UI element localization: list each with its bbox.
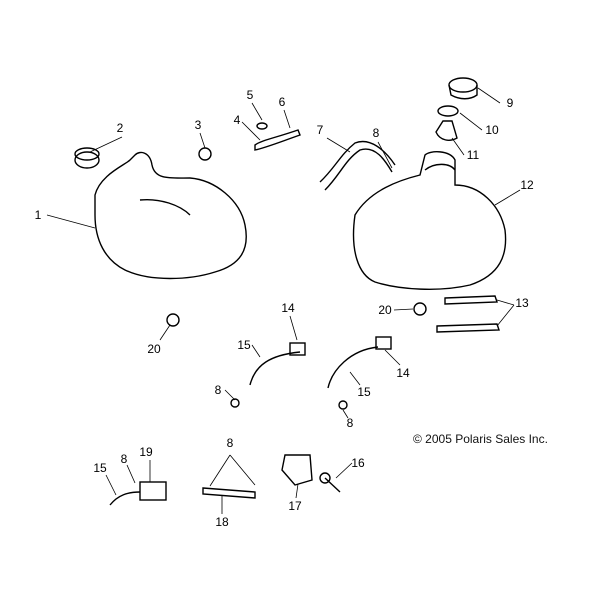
callout-label: 17 bbox=[288, 499, 302, 513]
callout-label: 10 bbox=[485, 123, 499, 137]
right-fuel-tank bbox=[352, 151, 507, 290]
left-fuel-tank bbox=[94, 151, 247, 280]
bolt bbox=[198, 147, 212, 161]
callout-label: 5 bbox=[246, 88, 254, 102]
callout-label: 13 bbox=[515, 296, 529, 310]
callout-label: 15 bbox=[237, 338, 251, 352]
callout-label: 8 bbox=[226, 436, 234, 450]
callout-label: 8 bbox=[214, 383, 222, 397]
callout-label: 8 bbox=[372, 126, 380, 140]
callout-label: 14 bbox=[281, 301, 295, 315]
callout-label: 12 bbox=[520, 178, 534, 192]
callout-label: 8 bbox=[120, 452, 128, 466]
callout-label: 15 bbox=[93, 461, 107, 475]
callout-label: 20 bbox=[147, 342, 161, 356]
callout-label: 8 bbox=[346, 416, 354, 430]
vent-hose bbox=[324, 148, 393, 191]
callout-label: 18 bbox=[215, 515, 229, 529]
callout-label: 11 bbox=[466, 148, 480, 162]
callout-label: 14 bbox=[396, 366, 410, 380]
grommet bbox=[74, 151, 100, 169]
callout-label: 7 bbox=[316, 123, 324, 137]
callout-label: 9 bbox=[506, 96, 514, 110]
fuel-valve bbox=[281, 454, 313, 486]
decal-strip bbox=[444, 295, 498, 305]
copyright-notice: © 2005 Polaris Sales Inc. bbox=[413, 432, 548, 446]
fuel-line bbox=[202, 487, 256, 499]
callout-label: 6 bbox=[278, 95, 286, 109]
callout-label: 3 bbox=[194, 118, 202, 132]
callout-label: 20 bbox=[378, 303, 392, 317]
callout-label: 2 bbox=[116, 121, 124, 135]
callout-label: 4 bbox=[233, 113, 241, 127]
callout-label: 1 bbox=[34, 208, 42, 222]
fuel-cap bbox=[448, 77, 478, 93]
callout-label: 16 bbox=[351, 456, 365, 470]
callout-label: 15 bbox=[357, 385, 371, 399]
callout-label: 19 bbox=[139, 445, 153, 459]
